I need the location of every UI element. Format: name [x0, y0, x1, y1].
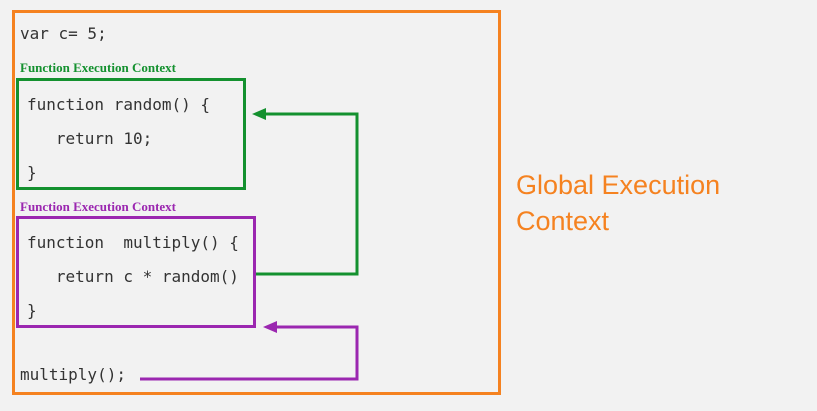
random-code-line-2: return 10; [27, 129, 153, 148]
global-title-line-1: Global Execution [516, 170, 721, 200]
code-multiply-call: multiply(); [20, 365, 126, 384]
code-var-declaration: var c= 5; [20, 24, 107, 43]
random-code-line-3: } [27, 163, 37, 182]
random-code-line-1: function random() { [27, 95, 211, 114]
multiply-code-line-1: function multiply() { [27, 233, 239, 252]
global-execution-context-title: Global Execution Context [516, 167, 796, 239]
global-title-line-2: Context [516, 206, 610, 236]
function-execution-context-label-multiply: Function Execution Context [20, 199, 176, 214]
global-execution-context-box [12, 10, 501, 395]
multiply-code-line-2: return c * random() [27, 267, 239, 286]
multiply-function-block: function multiply() { return c * random(… [16, 216, 256, 328]
function-execution-context-label-random: Function Execution Context [20, 60, 176, 75]
random-function-block: function random() { return 10; } [16, 78, 246, 190]
multiply-code-line-3: } [27, 301, 37, 320]
